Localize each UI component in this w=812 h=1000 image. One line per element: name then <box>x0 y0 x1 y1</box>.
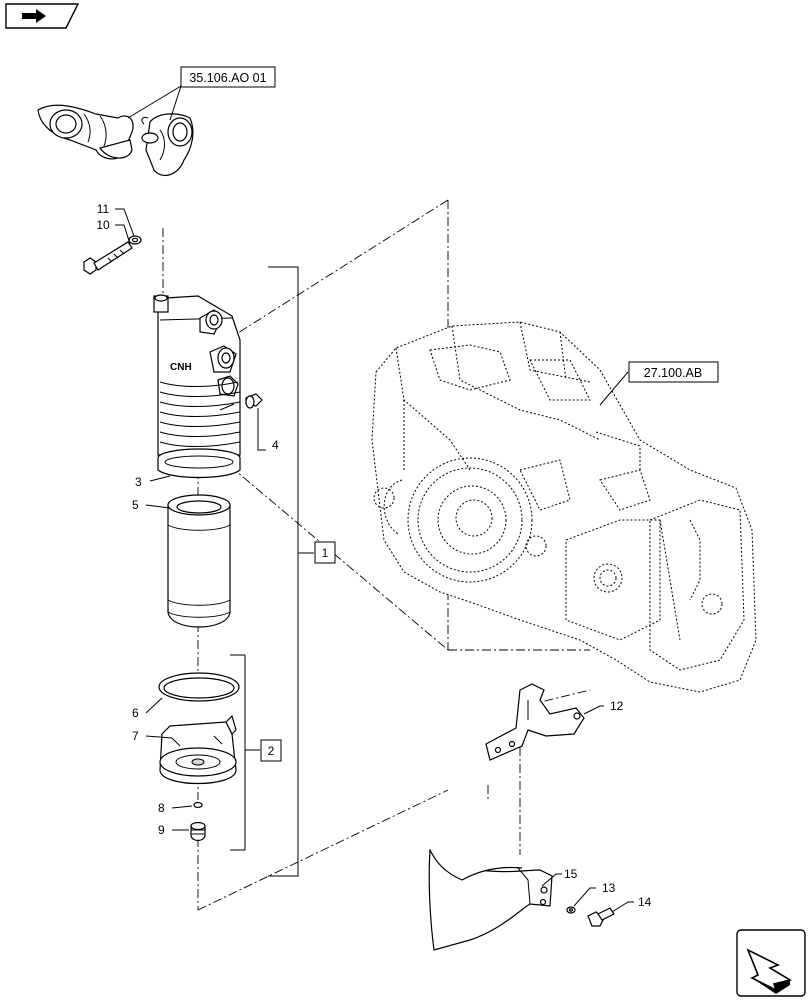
drain-valve-part <box>190 821 206 842</box>
leader-line <box>145 504 171 509</box>
callout-14: 14 <box>638 895 652 909</box>
callout-9: 9 <box>158 823 165 837</box>
reference-label: 35.106.AO 01 <box>189 71 266 85</box>
callout-13: 13 <box>602 881 616 895</box>
callout-1: 1 <box>322 546 329 560</box>
previous-page-arrow-icon[interactable] <box>5 3 80 29</box>
callout-2: 2 <box>268 744 275 758</box>
callout-4: 4 <box>272 438 279 452</box>
leader-line <box>171 805 193 809</box>
bolt-small-part <box>587 907 615 927</box>
intake-ducts-illustration <box>37 104 194 177</box>
transmission-housing-illustration <box>371 321 757 693</box>
callout-3: 3 <box>135 475 142 489</box>
wing-nut-part <box>245 393 263 409</box>
small-seal-part <box>193 801 203 809</box>
leader-line <box>573 887 596 907</box>
leader-line <box>115 224 131 245</box>
housing-embossing: CNH <box>170 362 192 373</box>
reference-box-housing[interactable]: 27.100.AB <box>628 361 719 383</box>
leader-line <box>583 705 604 715</box>
leader-line <box>257 408 266 451</box>
filter-element-part <box>167 494 231 628</box>
leader-line <box>599 371 629 406</box>
washer-part <box>128 235 142 245</box>
shield-part <box>428 848 553 951</box>
callout-11: 11 <box>97 202 110 216</box>
leader-line <box>149 475 171 482</box>
callout-10: 10 <box>96 218 110 232</box>
leader-line <box>169 85 182 121</box>
callout-6: 6 <box>132 706 139 720</box>
callout-5: 5 <box>132 498 139 512</box>
group-bracket-2 <box>230 654 246 851</box>
leader-line <box>127 85 182 119</box>
washer-small-part <box>566 906 576 914</box>
leader-line <box>115 208 135 237</box>
leader-line <box>611 901 634 913</box>
group-bracket-1 <box>268 266 299 877</box>
seal-ring-part <box>158 672 240 702</box>
callout-7: 7 <box>132 729 139 743</box>
bolt-part <box>83 241 133 275</box>
callout-8: 8 <box>158 801 165 815</box>
leader-line <box>145 735 173 739</box>
next-page-arrow-icon[interactable] <box>736 929 806 997</box>
callout-12: 12 <box>610 699 624 713</box>
dust-cup-part <box>159 714 237 784</box>
leader-line <box>541 873 562 887</box>
filter-housing-part: CNH <box>153 294 241 479</box>
group-box-1: 1 <box>314 541 336 564</box>
group-box-2: 2 <box>260 739 282 762</box>
reference-box-upper[interactable]: 35.106.AO 01 <box>180 66 276 88</box>
reference-label: 27.100.AB <box>644 366 702 380</box>
callout-15: 15 <box>564 867 578 881</box>
mounting-bracket-part <box>485 683 585 761</box>
leader-line <box>145 697 163 714</box>
